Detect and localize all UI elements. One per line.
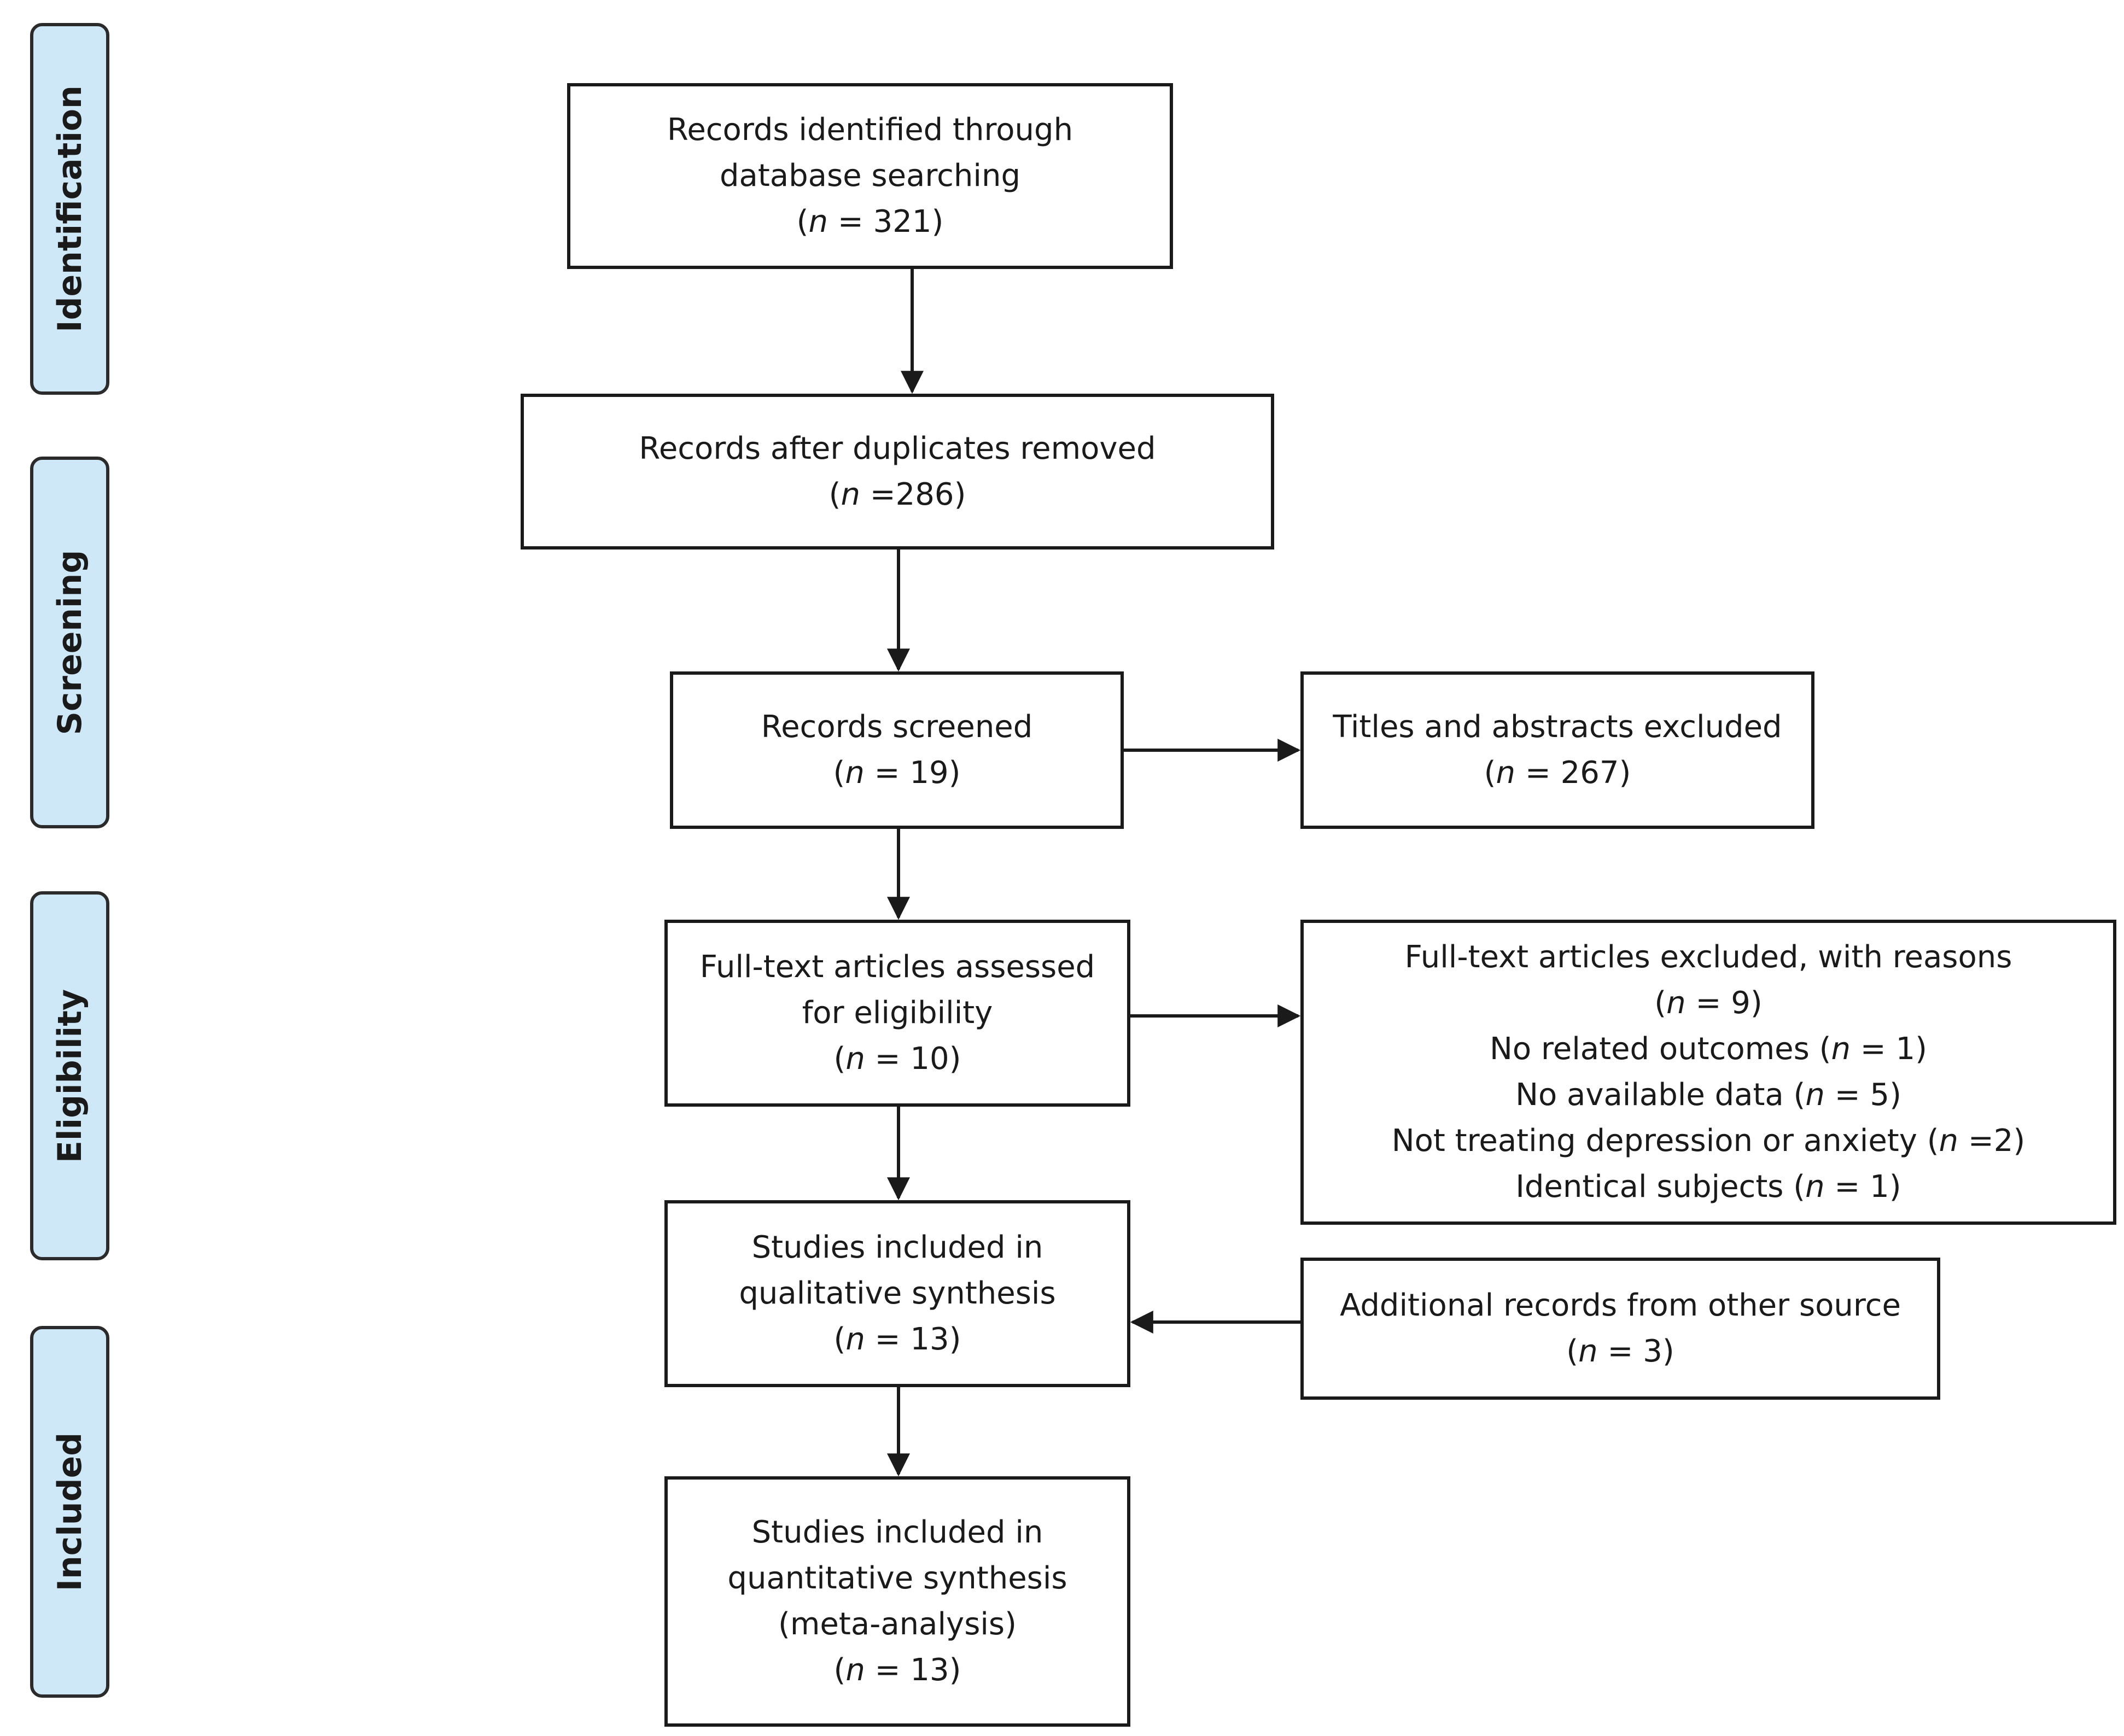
box-text: (meta-analysis) (778, 1606, 1017, 1642)
phase-label: Included (50, 1432, 89, 1592)
duplicates-removed-box: Records after duplicates removed (n =286… (521, 394, 1274, 550)
exclusion-reason: No available data (n = 5) (1515, 1077, 1901, 1113)
phase-label: Identification (50, 85, 89, 332)
box-count: (n = 10) (833, 1041, 961, 1077)
additional-records-box: Additional records from other source (n … (1300, 1258, 1940, 1400)
qualitative-synthesis-box: Studies included in qualitative synthesi… (664, 1200, 1130, 1387)
phase-label: Screening (50, 550, 89, 735)
box-text: Additional records from other source (1340, 1288, 1901, 1323)
phase-identification: Identification (30, 23, 109, 395)
box-text: Records screened (761, 709, 1033, 745)
exclusion-reason: Identical subjects (n = 1) (1515, 1169, 1901, 1205)
exclusion-reason: No related outcomes (n = 1) (1490, 1031, 1927, 1067)
box-text: quantitative synthesis (727, 1560, 1067, 1596)
phase-included: Included (30, 1326, 109, 1698)
box-count: (n = 13) (833, 1322, 961, 1357)
box-text: qualitative synthesis (739, 1276, 1056, 1311)
phase-eligibility: Eligibility (30, 891, 109, 1260)
phase-label: Eligibility (50, 989, 89, 1163)
box-count: (n = 19) (833, 755, 961, 791)
fulltext-excluded-box: Full-text articles excluded, with reason… (1300, 920, 2116, 1225)
records-screened-box: Records screened (n = 19) (670, 671, 1124, 829)
box-text: Titles and abstracts excluded (1333, 709, 1782, 745)
box-text: Records identified through (667, 112, 1073, 148)
box-text: for eligibility (802, 995, 993, 1031)
box-count: (n = 13) (833, 1652, 961, 1688)
box-count: (n = 267) (1484, 755, 1631, 791)
exclusion-reason: Not treating depression or anxiety (n =2… (1391, 1123, 2026, 1159)
box-text: Records after duplicates removed (639, 430, 1156, 466)
box-text: Studies included in (751, 1230, 1043, 1265)
box-text: Full-text articles excluded, with reason… (1404, 939, 2012, 975)
records-identified-box: Records identified through database sear… (567, 83, 1173, 269)
titles-abstracts-excluded-box: Titles and abstracts excluded (n = 267) (1300, 671, 1814, 829)
box-count: (n =286) (828, 476, 966, 512)
phase-screening: Screening (30, 457, 109, 828)
box-count: (n = 9) (1654, 985, 1763, 1021)
fulltext-assessed-box: Full-text articles assessed for eligibil… (664, 920, 1130, 1107)
box-text: database searching (719, 158, 1021, 194)
quantitative-synthesis-box: Studies included in quantitative synthes… (664, 1476, 1130, 1727)
box-text: Full-text articles assessed (699, 949, 1095, 985)
box-count: (n = 321) (796, 204, 944, 239)
box-text: Studies included in (751, 1515, 1043, 1550)
box-count: (n = 3) (1566, 1334, 1674, 1369)
